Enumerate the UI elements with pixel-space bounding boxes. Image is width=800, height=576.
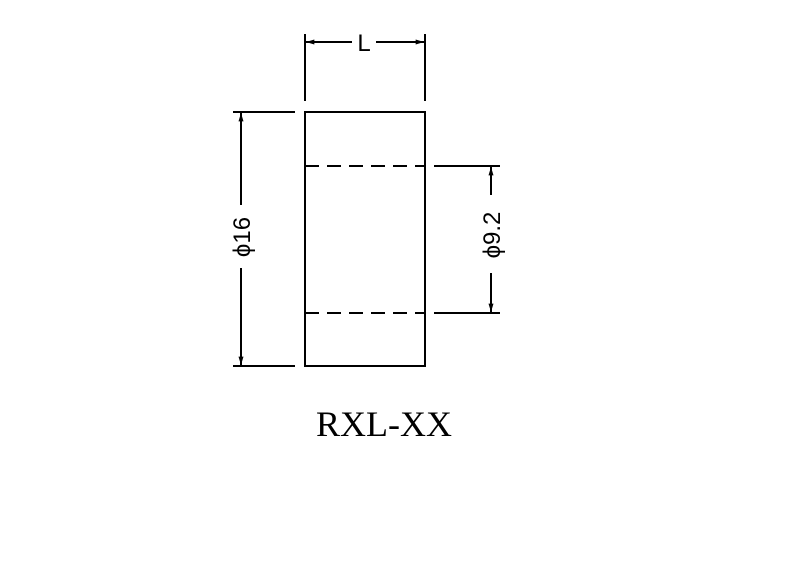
part-outline [304,111,426,367]
outer-diameter-label: ϕ16 [229,217,256,257]
inner-diameter-label: ϕ9.2 [479,212,506,259]
part-number-caption: RXL-XX [316,404,452,444]
length-label: L [357,30,370,57]
